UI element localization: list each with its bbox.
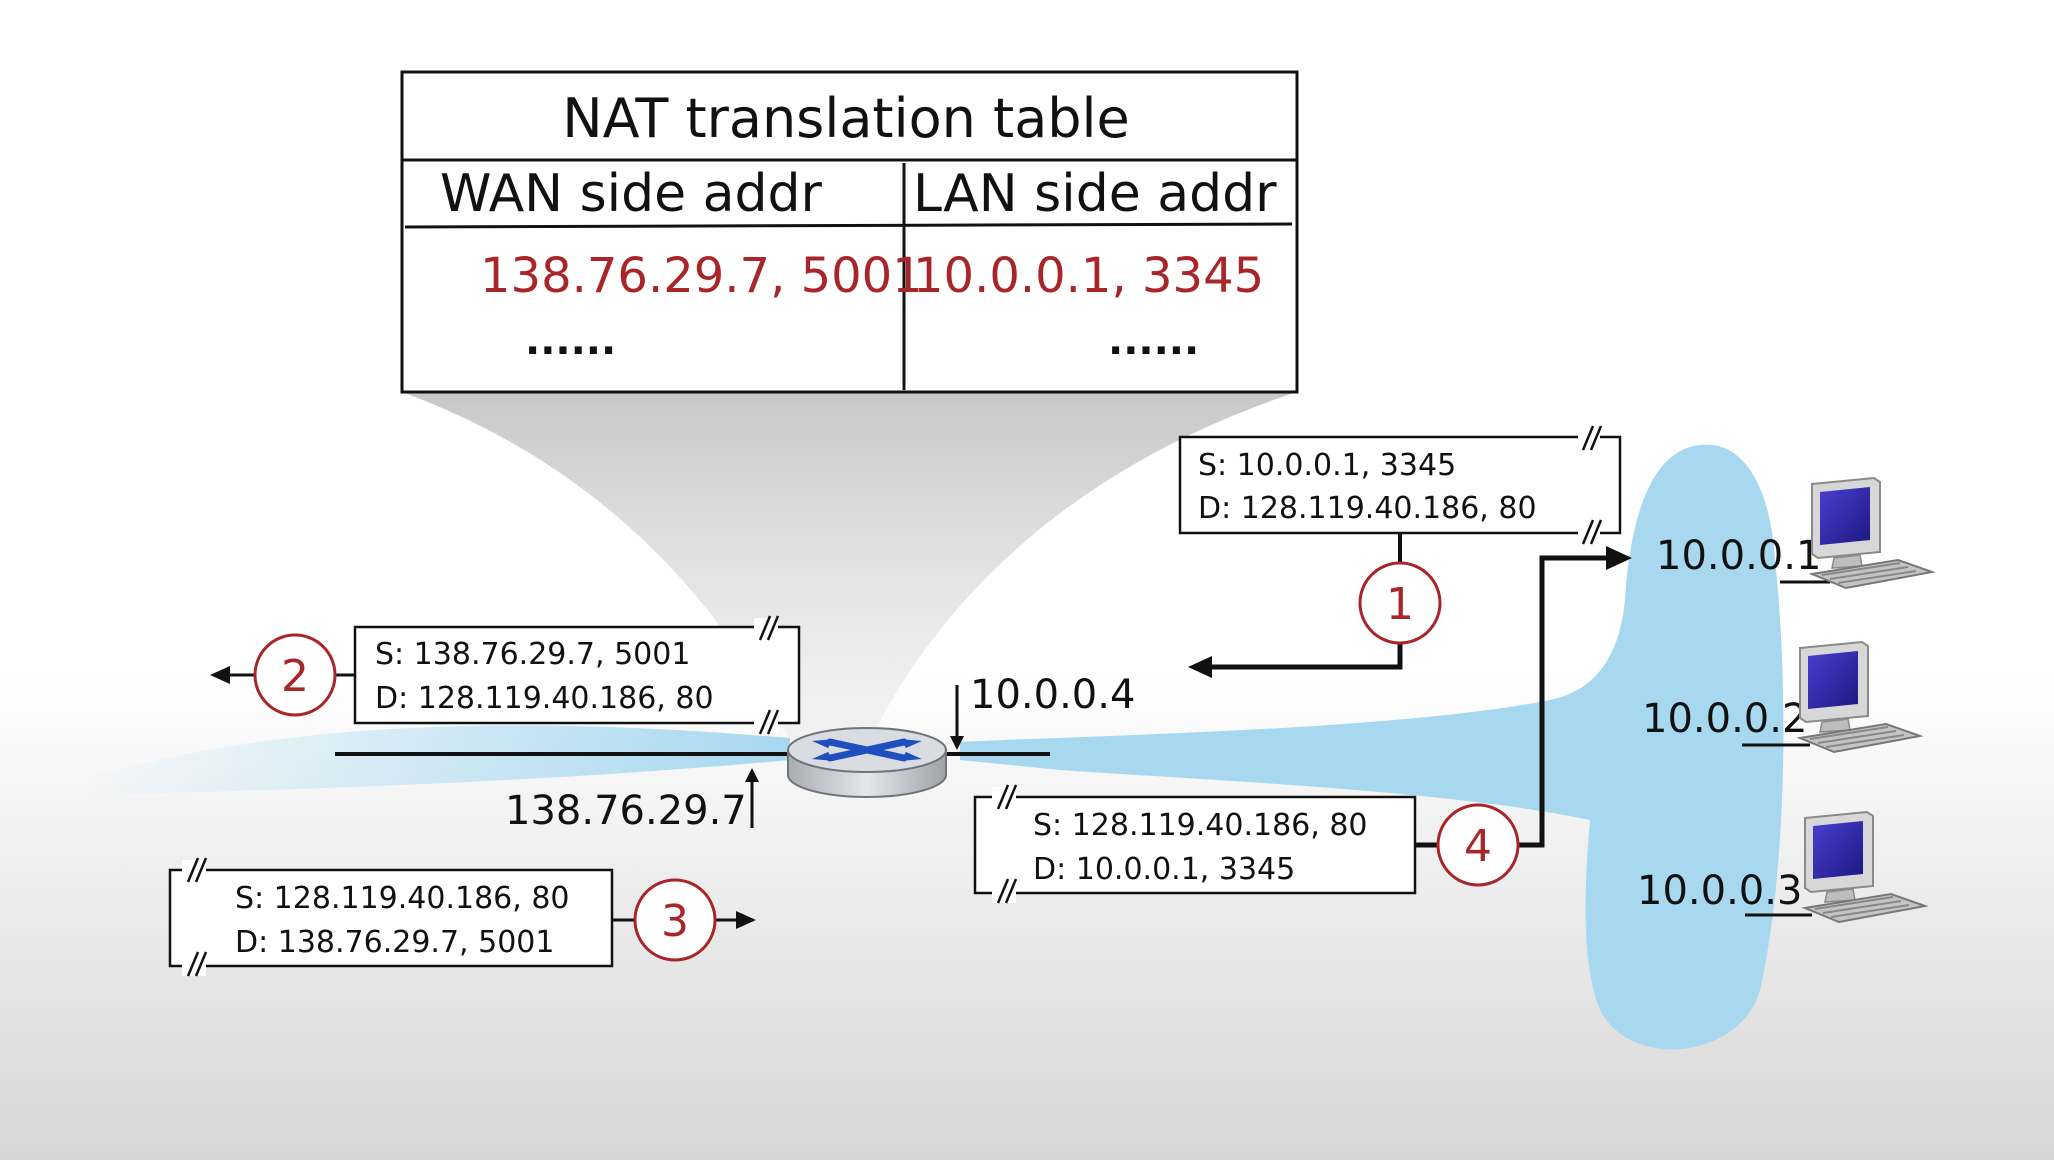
host-10-0-0-2: 10.0.0.2 [1642, 640, 1924, 754]
wan-interface-arrowhead [745, 768, 759, 782]
host-3-address: 10.0.0.3 [1637, 868, 1802, 914]
step-1-label: 1 [1386, 579, 1414, 630]
router-wan-address: 138.76.29.7 [505, 788, 747, 834]
step-3-arrowhead [736, 911, 756, 929]
packet-4-destination: D: 10.0.0.1, 3345 [1033, 852, 1295, 887]
host-2-address: 10.0.0.2 [1642, 696, 1807, 742]
lan-interface-arrowhead [950, 736, 964, 750]
nat-table-header-lan: LAN side addr [913, 164, 1277, 224]
step-3-label: 3 [661, 896, 689, 947]
wan-glow [80, 725, 790, 795]
step-4-arrowhead [1606, 546, 1632, 570]
packet-2-source: S: 138.76.29.7, 5001 [375, 637, 690, 672]
host-10-0-0-3: 10.0.0.3 [1637, 810, 1929, 924]
step-2-marker: 2 [253, 633, 337, 717]
nat-table-header-wan: WAN side addr [440, 164, 823, 224]
packet-3-destination: D: 138.76.29.7, 5001 [235, 925, 554, 960]
nat-row-ellipsis-lan: ...... [1108, 318, 1199, 364]
nat-table-title: NAT translation table [562, 87, 1130, 150]
step-4-arrow [1518, 555, 1608, 848]
step-1-marker: 1 [1358, 561, 1442, 645]
step-4-marker: 4 [1436, 803, 1520, 887]
host-1-address: 10.0.0.1 [1656, 533, 1821, 579]
table-zoom-funnel [402, 392, 1297, 740]
packet-1-destination: D: 128.119.40.186, 80 [1198, 491, 1537, 526]
step-1-arrow [1200, 643, 1403, 670]
nat-row-ellipsis-wan: ...... [525, 318, 616, 364]
router-icon [787, 727, 947, 798]
nat-table-frame [400, 70, 1299, 394]
step-2-arrowhead [210, 666, 230, 684]
nat-row-lan-value: 10.0.0.1, 3345 [913, 248, 1264, 304]
packet-3: S: 128.119.40.186, 80 D: 138.76.29.7, 50… [168, 857, 614, 977]
lan-cloud [960, 444, 1784, 1050]
nat-row-wan-value: 138.76.29.7, 5001 [480, 248, 923, 304]
router-lan-address: 10.0.0.4 [970, 672, 1135, 718]
host-10-0-0-1: 10.0.0.1 [1656, 476, 1936, 590]
step-3-marker: 3 [633, 878, 717, 962]
desktop-computer-icon [1808, 476, 1936, 590]
packet-1: S: 10.0.0.1, 3345 D: 128.119.40.186, 80 [1178, 425, 1622, 545]
packet-2: S: 138.76.29.7, 5001 D: 128.119.40.186, … [353, 615, 801, 735]
packet-3-source: S: 128.119.40.186, 80 [235, 881, 570, 916]
packet-4: S: 128.119.40.186, 80 D: 10.0.0.1, 3345 [973, 784, 1417, 904]
nat-translation-table: NAT translation table WAN side addr LAN … [400, 70, 1299, 394]
step-2-label: 2 [281, 651, 309, 702]
step-1-arrowhead [1188, 656, 1212, 678]
desktop-computer-icon [1801, 810, 1929, 924]
packet-1-source: S: 10.0.0.1, 3345 [1198, 448, 1456, 483]
packet-2-destination: D: 128.119.40.186, 80 [375, 681, 714, 716]
step-4-label: 4 [1464, 821, 1492, 872]
packet-4-source: S: 128.119.40.186, 80 [1033, 808, 1368, 843]
desktop-computer-icon [1796, 640, 1924, 754]
